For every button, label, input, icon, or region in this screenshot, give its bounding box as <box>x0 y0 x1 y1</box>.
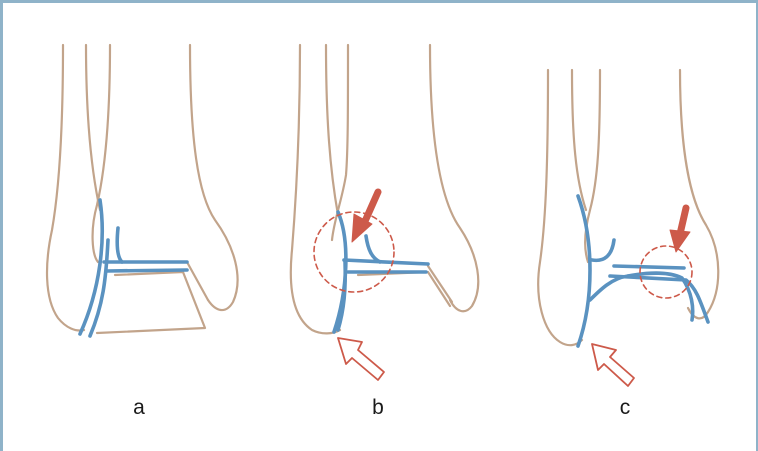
panel-a-talus <box>97 272 205 333</box>
panel-a-small-fragment <box>117 228 122 262</box>
panel-c-drawing <box>538 70 718 386</box>
panel-b-drawing <box>291 45 478 380</box>
panel-c-solid-arrow-shaft <box>680 208 686 234</box>
panel-a-fibula-inner <box>86 45 100 210</box>
panel-a-fracture-inner <box>90 240 108 336</box>
panel-c-fibula-inner <box>572 70 586 210</box>
panel-a-tibia-right <box>190 45 238 310</box>
panel-b-fibula <box>291 45 340 333</box>
panel-b-fibula-inner <box>326 45 338 215</box>
panel-c-solid-arrow-head <box>670 230 690 252</box>
panel-c-joint-line-top <box>592 240 684 268</box>
panel-c-fibula <box>538 70 582 345</box>
panel-c-hollow-arrow <box>592 344 634 386</box>
panel-a-joint-line-bottom <box>107 270 187 271</box>
panel-b-tibia <box>332 45 348 240</box>
panel-b-joint-line-top <box>344 260 428 264</box>
panel-a-fibula <box>47 45 84 331</box>
panel-b-label: b <box>363 396 393 420</box>
panel-a-drawing <box>47 45 238 336</box>
panel-a-label: a <box>124 396 154 420</box>
panel-c-label: c <box>610 396 640 420</box>
panel-a-tibia-plafond <box>187 262 208 300</box>
panel-b-hollow-arrow <box>338 338 384 380</box>
panel-b-plafond-step <box>428 266 452 302</box>
panel-b-tibia-right <box>430 45 478 311</box>
panel-b-small-fragment <box>366 236 380 262</box>
panel-c-fracture-inner <box>590 276 628 300</box>
